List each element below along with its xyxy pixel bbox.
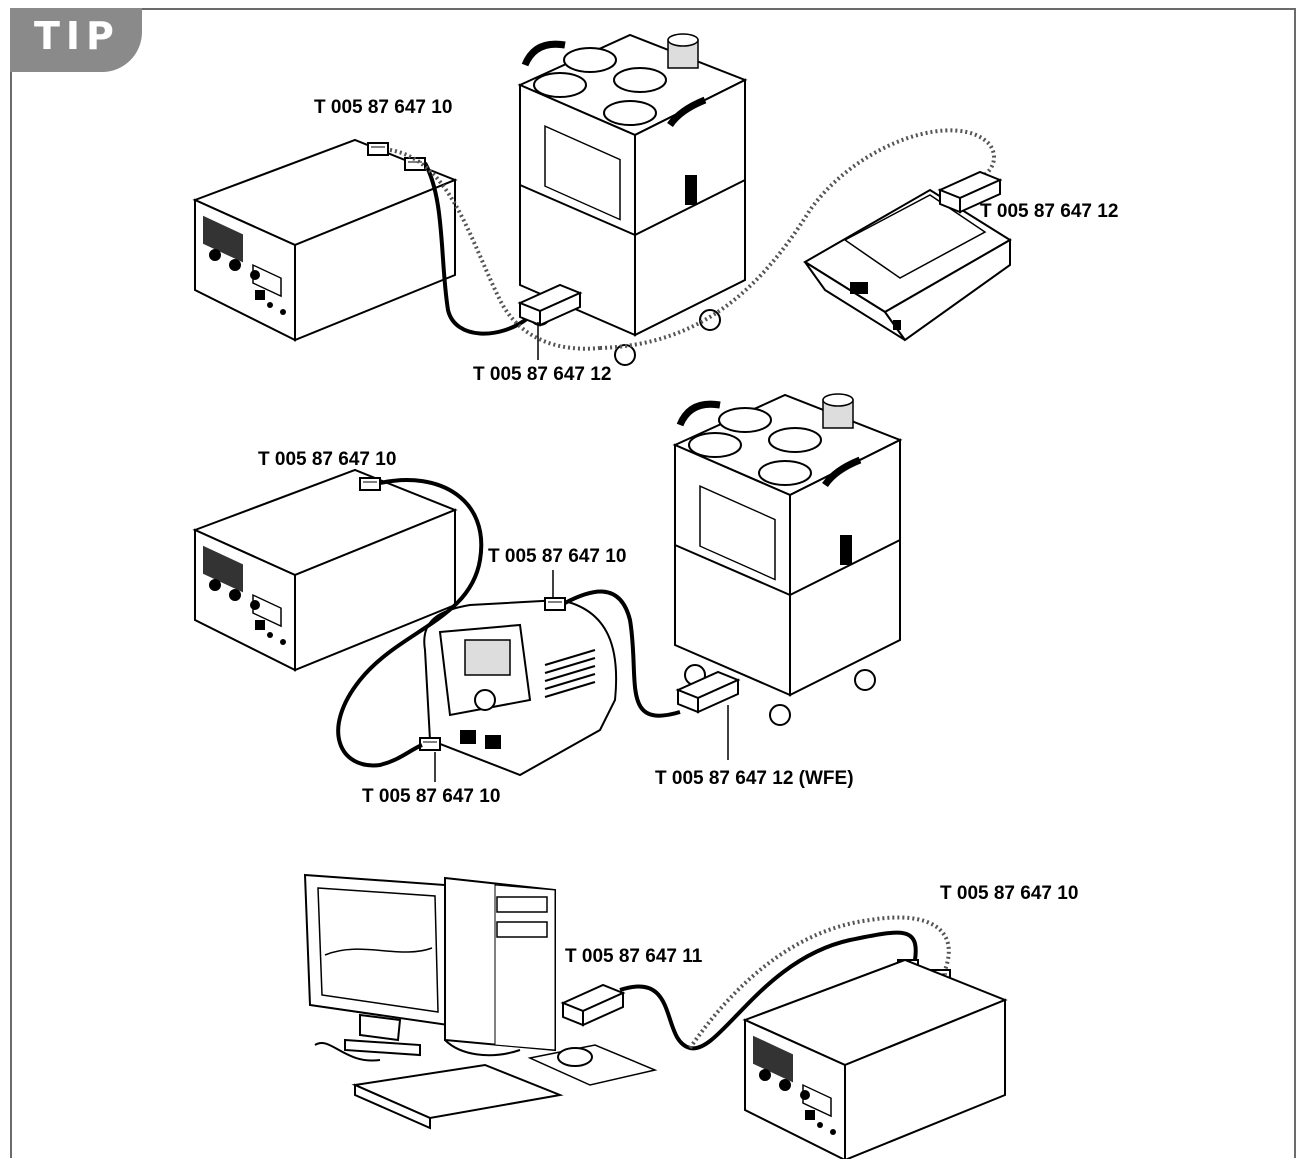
bot-cable-1	[619, 930, 918, 1051]
tip-badge	[10, 8, 142, 72]
tip-badge-label: TIP	[34, 14, 120, 58]
mid-cable-1	[336, 478, 484, 768]
mid-cable-3-label: T 005 87 647 10	[362, 786, 500, 807]
mid-soldering-station	[194, 469, 456, 671]
mid-cable-4-label: T 005 87 647 12 (WFE)	[655, 768, 854, 789]
figure-frame	[10, 8, 1296, 1158]
keyboard	[351, 1063, 564, 1130]
computer-cables	[314, 1039, 521, 1062]
computer-db-plug	[562, 984, 624, 1026]
mouse-pad	[527, 1044, 658, 1086]
top-cable-1-dotted	[389, 148, 601, 351]
top-db-plug-lower	[519, 284, 581, 326]
top-cable-2-dotted	[599, 128, 996, 350]
bot-cable-1-label: T 005 87 647 10	[940, 883, 1078, 904]
mid-control-unit	[423, 598, 618, 777]
top-cable-1-label: T 005 87 647 10	[314, 97, 452, 118]
bot-soldering-station	[744, 959, 1006, 1159]
mid-cable-2	[564, 589, 681, 718]
bot-cable-2-label: T 005 87 647 11	[565, 946, 703, 967]
top-cable-2-label: T 005 87 647 12	[473, 364, 611, 385]
computer-tower	[444, 876, 556, 1052]
computer-monitor	[303, 873, 450, 1057]
mid-cable-1-label: T 005 87 647 10	[258, 449, 396, 470]
mid-cable-2-label: T 005 87 647 10	[488, 546, 626, 567]
top-cable-3-label: T 005 87 647 12	[980, 201, 1118, 222]
top-cable-1	[423, 162, 530, 336]
preheating-plate	[803, 188, 1012, 342]
